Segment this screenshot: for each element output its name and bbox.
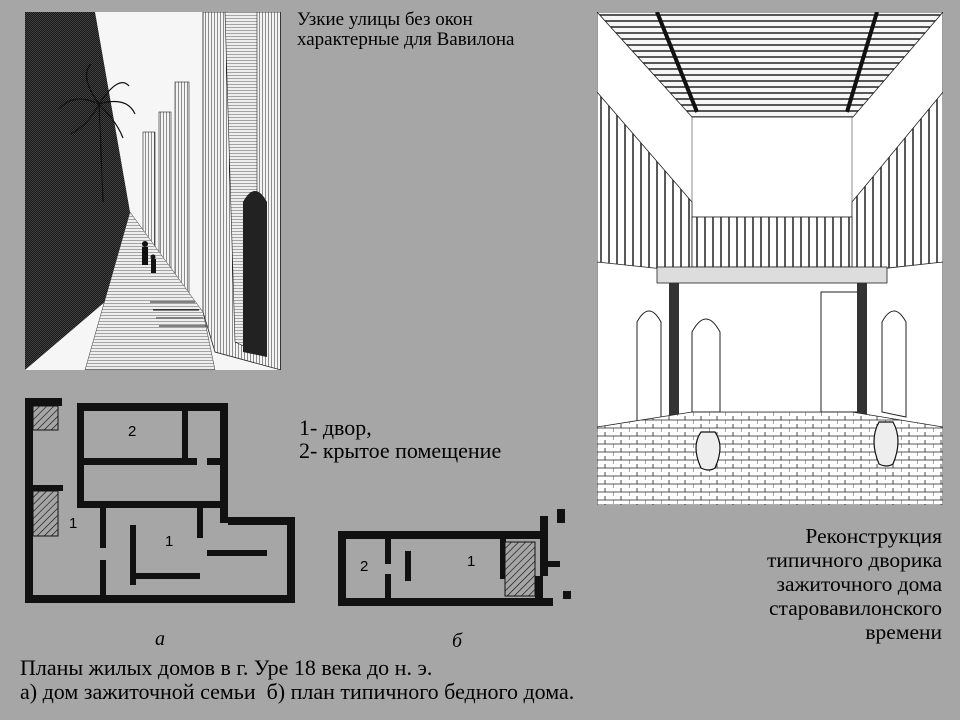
legend-item-courtyard: 1- двор, [299,415,372,440]
plan-a-letter: а [155,628,165,650]
courtyard-caption-line-3: зажиточного дома [776,572,942,597]
courtyard-caption-line-1: Реконструкция [805,524,942,548]
street-caption-line-2: характерные для Вавилона [297,28,515,50]
plan-a-room-1-side: 1 [69,515,78,532]
plans-caption-line-2: а) дом зажиточной семьи б) план типичног… [20,678,575,704]
legend-item-covered-room: 2- крытое помещение [299,438,502,464]
courtyard-caption-line-5: времени [865,620,942,645]
courtyard-caption-line-2: типичного дворика [766,548,942,573]
courtyard-caption-line-4: старовавилонского [769,596,942,621]
plan-b-room-1: 1 [467,553,476,570]
plan-b-room-2: 2 [360,558,369,575]
plans-caption-line-1: Планы жилых домов в г. Уре 18 века до н.… [20,655,433,680]
plans-caption: Планы жилых домов в г. Уре 18 века до н.… [20,656,574,704]
floor-plan-b: 2 1 [335,506,580,616]
courtyard-illustration [597,12,943,505]
plan-b-letter: б [452,630,463,652]
plan-legend: 1- двор, 2- крытое помещение [299,416,501,462]
floor-plan-a: 2 1 1 [22,395,302,610]
street-caption: Узкие улицы без окон характерные для Вав… [297,10,547,50]
plan-a-room-2: 2 [128,423,137,440]
courtyard-caption: Реконструкция типичного дворика зажиточн… [700,524,942,644]
plan-a-room-1: 1 [165,533,174,550]
street-illustration [25,12,281,370]
street-caption-line-1: Узкие улицы без окон [297,9,473,30]
